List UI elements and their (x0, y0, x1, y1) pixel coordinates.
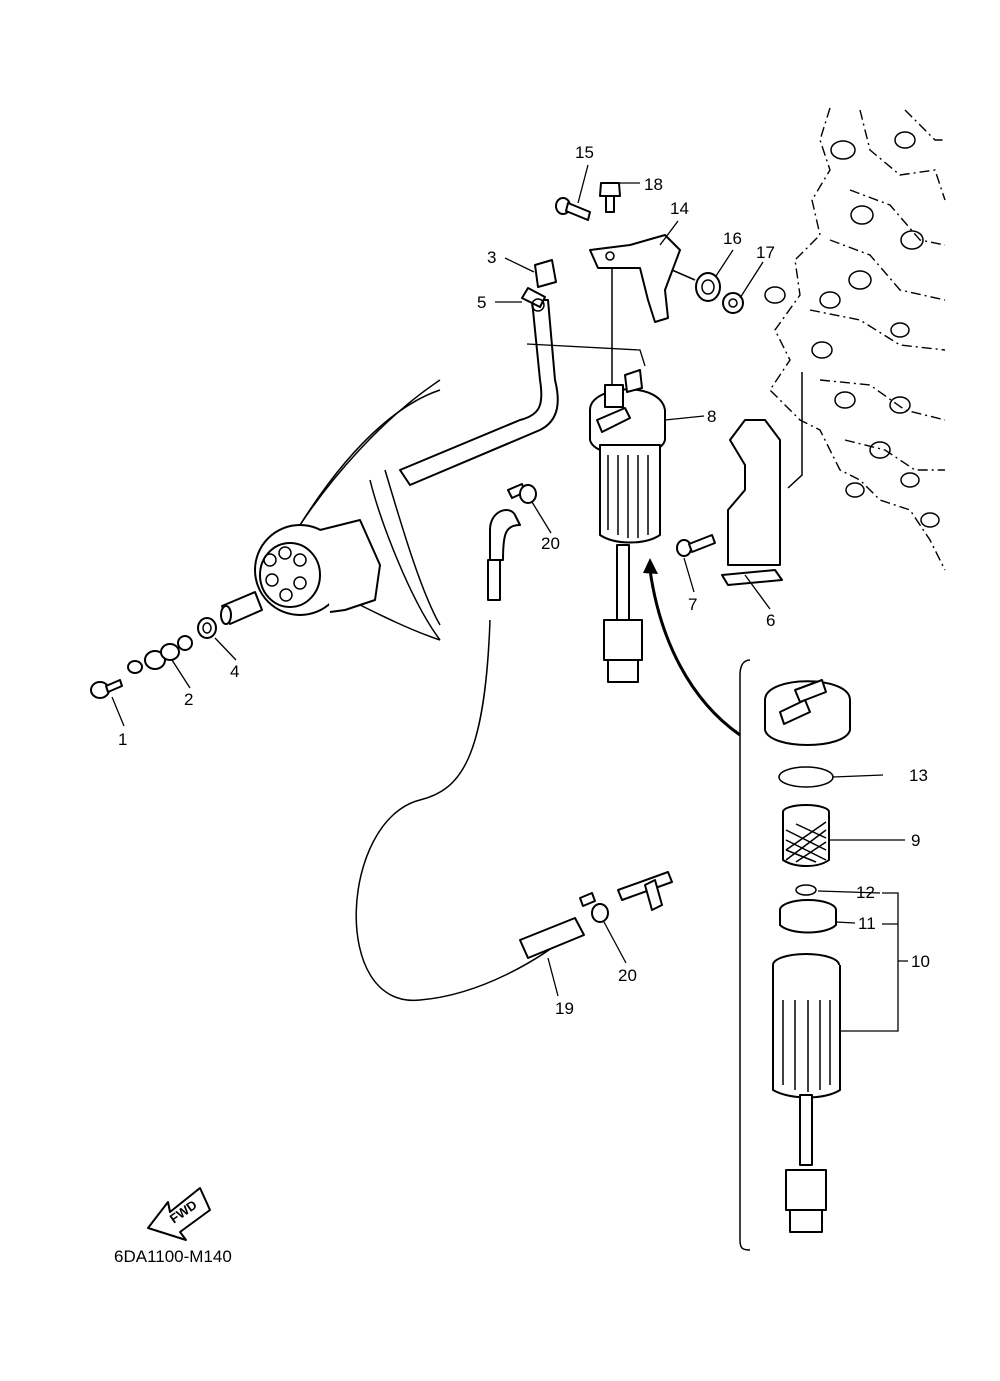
part-17-collar (722, 292, 744, 314)
detail-filter-cap (764, 679, 851, 746)
detail-bracket (739, 659, 751, 1251)
callout-5: 5 (477, 293, 486, 312)
callout-10: 10 (911, 952, 930, 971)
part-20-clip-upper (507, 483, 537, 504)
part-9-element (782, 804, 830, 867)
part-6-plate (721, 372, 803, 586)
callout-7: 7 (688, 595, 697, 614)
part-1-screw (90, 679, 123, 699)
callout-4: 4 (230, 662, 239, 681)
part-8-fuel-filter (589, 369, 666, 683)
part-14-bracket (589, 234, 681, 323)
part-12-o-ring (795, 884, 817, 896)
callout-12: 12 (856, 883, 875, 902)
detail-arrow (643, 558, 741, 737)
callout-15: 15 (575, 143, 594, 162)
joint-tube (220, 591, 263, 625)
callout-20-upper: 20 (541, 534, 560, 553)
part-2-fitting (127, 635, 193, 674)
callout-20-lower: 20 (618, 966, 637, 985)
part-13-o-ring (778, 766, 834, 788)
callout-13: 13 (909, 766, 928, 785)
part-3-elbow-fitting (534, 259, 557, 288)
callout-3: 3 (487, 248, 496, 267)
callout-2: 2 (184, 690, 193, 709)
part-19-hose (355, 509, 585, 1001)
callout-18: 18 (644, 175, 663, 194)
hose-upper-long (399, 299, 559, 486)
diagram-code: 6DA1100-M140 (114, 1247, 232, 1266)
callout-1: 1 (118, 730, 127, 749)
fwd-arrow: FWD (147, 1187, 211, 1241)
part-16-grommet (695, 272, 721, 302)
part-20-clip-lower (579, 892, 609, 923)
part-15-bolt (555, 197, 591, 221)
callout-17: 17 (756, 243, 775, 262)
callout-8: 8 (707, 407, 716, 426)
callout-11: 11 (858, 914, 876, 933)
part-4-clip (197, 617, 217, 639)
engine-block-outline (764, 107, 946, 571)
part-7-bolt (676, 534, 716, 557)
callout-9: 9 (911, 831, 920, 850)
callout-19: 19 (555, 999, 574, 1018)
callout-labels: 1 2 3 4 5 6 7 8 9 10 11 12 13 14 15 16 1… (118, 143, 930, 1018)
part-5-hose-clip (521, 287, 546, 312)
part-11-spacer (779, 899, 837, 934)
part-10-bowl (772, 953, 841, 1233)
part-18-bolt (599, 182, 621, 213)
callout-14: 14 (670, 199, 689, 218)
leader-lines (111, 164, 908, 1032)
t-joint (617, 871, 673, 911)
fuel-joint (254, 519, 381, 616)
callout-16: 16 (723, 229, 742, 248)
callout-6: 6 (766, 611, 775, 630)
